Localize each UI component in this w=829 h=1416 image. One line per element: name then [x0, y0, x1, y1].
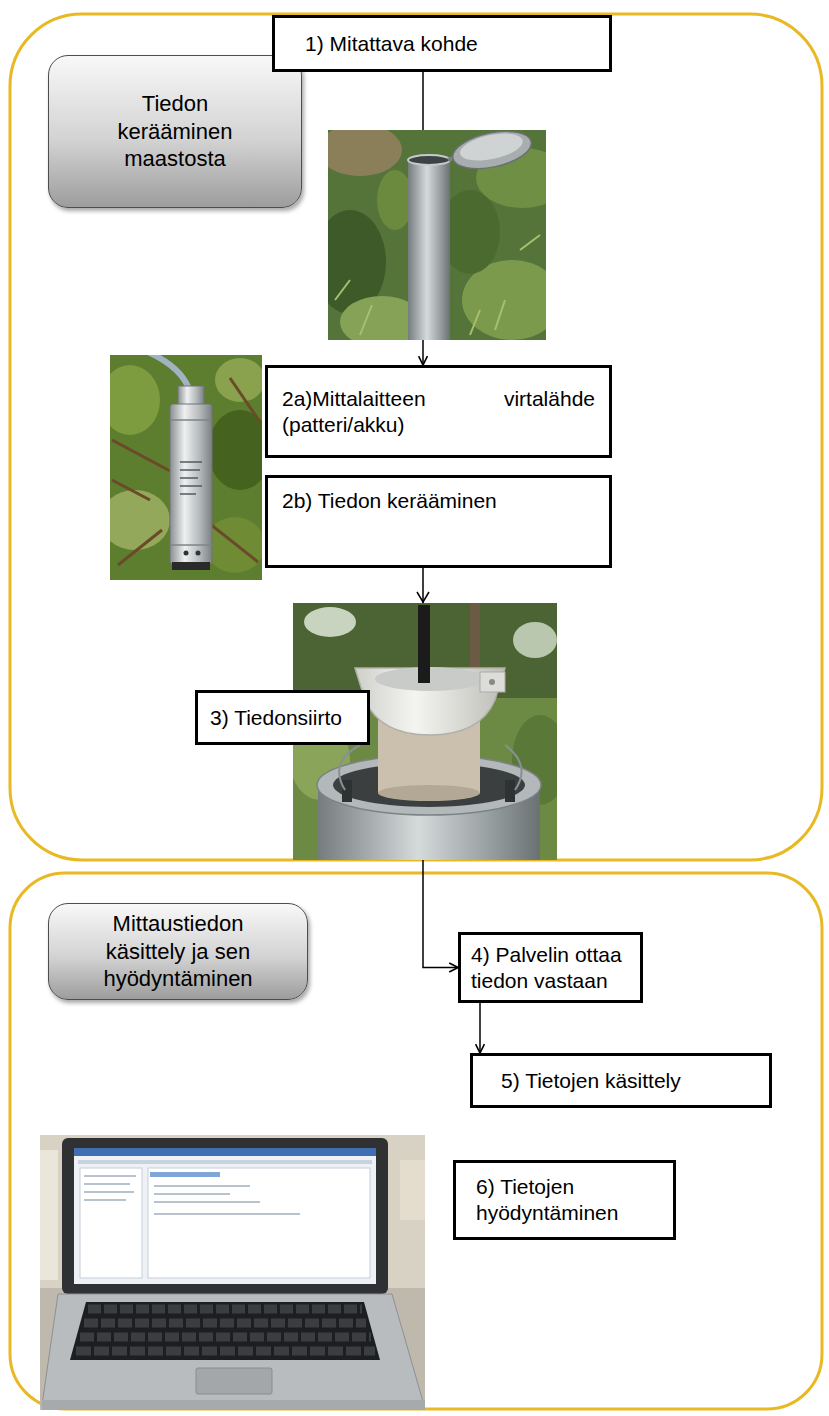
transmitter-photo: [378, 785, 480, 801]
sensor-photo: [172, 562, 210, 570]
laptop-photo: [40, 1288, 425, 1410]
well-pipe-photo: [408, 155, 450, 165]
laptop-photo: [196, 1368, 272, 1394]
well-pipe-photo: [458, 130, 526, 165]
well-pipe-photo: [328, 130, 402, 176]
box-text: 2a)Mittalaitteen virtalähde (patteri/akk…: [282, 386, 595, 437]
sensor-photo: [184, 551, 189, 556]
transmitter-photo: [304, 607, 356, 637]
laptop-photo: [76, 1347, 375, 1356]
transmitter-photo: [339, 745, 521, 790]
transmitter-photo: [513, 622, 557, 658]
region-outline: [10, 14, 822, 860]
arrow-head: [417, 592, 429, 602]
well-pipe-photo: [449, 130, 534, 175]
laptop-photo: [148, 1168, 370, 1278]
sensor-photo: [208, 410, 262, 490]
region-outline: [10, 14, 822, 1409]
box-text: 3) Tiedonsiirto: [210, 705, 359, 731]
section-heading: Mittaustiedon käsittely ja sen hyödyntäm…: [48, 903, 308, 1000]
step-box: 4) Palvelin ottaa tiedon vastaan: [458, 932, 643, 1003]
laptop-photo: [42, 1400, 425, 1410]
region-outline: [10, 873, 822, 1409]
laptop-photo: [88, 1305, 362, 1314]
sensor-photo: [180, 462, 202, 494]
well-pipe-photo: [449, 130, 534, 175]
transmitter-photo: [418, 605, 430, 683]
box-text: 2b) Tiedon kerääminen: [282, 488, 595, 514]
well-pipe-photo: [328, 130, 546, 340]
box-text: 5) Tietojen käsittely: [501, 1068, 755, 1094]
transmitter-photo: [489, 679, 495, 685]
transmitter-photo: [505, 780, 515, 802]
section-heading: Tiedon kerääminen maastosta: [48, 55, 302, 208]
step-box: 6) Tietojen hyödyntäminen: [453, 1160, 676, 1240]
laptop-photo: [42, 1294, 424, 1405]
laptop-photo: [74, 1148, 376, 1156]
laptop-photo: [40, 1135, 425, 1410]
laptop-photo: [40, 1135, 425, 1410]
sensor-photo: [196, 551, 201, 556]
sensor-photo: [170, 420, 212, 545]
box-text: Tiedon kerääminen maastosta: [89, 90, 261, 173]
transmitter-photo: [293, 603, 557, 698]
transmitter-photo: [342, 780, 352, 802]
laptop-photo: [150, 1172, 220, 1177]
laptop-photo: [40, 1150, 58, 1280]
box-text: Mittaustiedon käsittely ja sen hyödyntäm…: [77, 910, 279, 993]
transmitter-photo: [480, 672, 505, 692]
laptop-photo: [74, 1148, 376, 1284]
laptop-photo: [62, 1138, 388, 1294]
sensor-photo: [215, 358, 262, 402]
step-box: 2a)Mittalaitteen virtalähde (patteri/akk…: [265, 365, 612, 458]
step-box: 3) Tiedonsiirto: [195, 690, 370, 745]
laptop-photo: [400, 1160, 425, 1220]
well-pipe-photo: [377, 170, 413, 230]
well-pipe-photo: [408, 160, 450, 340]
laptop-photo: [80, 1333, 371, 1342]
step-box: 1) Mitattava kohde: [272, 15, 612, 72]
laptop-photo: [78, 1160, 372, 1164]
laptop-photo: [70, 1302, 380, 1360]
box-text: 1) Mitattava kohde: [305, 31, 595, 57]
sensor-photo: [178, 386, 204, 406]
sensor-photo: [110, 365, 160, 435]
sensor-photo: [170, 404, 212, 564]
flow-arrow: [479, 1003, 481, 1053]
sensor-photo: [110, 490, 170, 550]
box-text: 6) Tietojen hyödyntäminen: [476, 1174, 653, 1225]
sensor-photo: [110, 355, 262, 580]
box-text: 4) Palvelin ottaa tiedon vastaan: [471, 942, 630, 993]
laptop-photo: [84, 1176, 300, 1214]
step-box: 5) Tietojen käsittely: [470, 1053, 772, 1108]
laptop-photo: [84, 1319, 366, 1328]
sensor-photo: [112, 378, 260, 565]
step-box: 2b) Tiedon kerääminen: [265, 475, 612, 568]
